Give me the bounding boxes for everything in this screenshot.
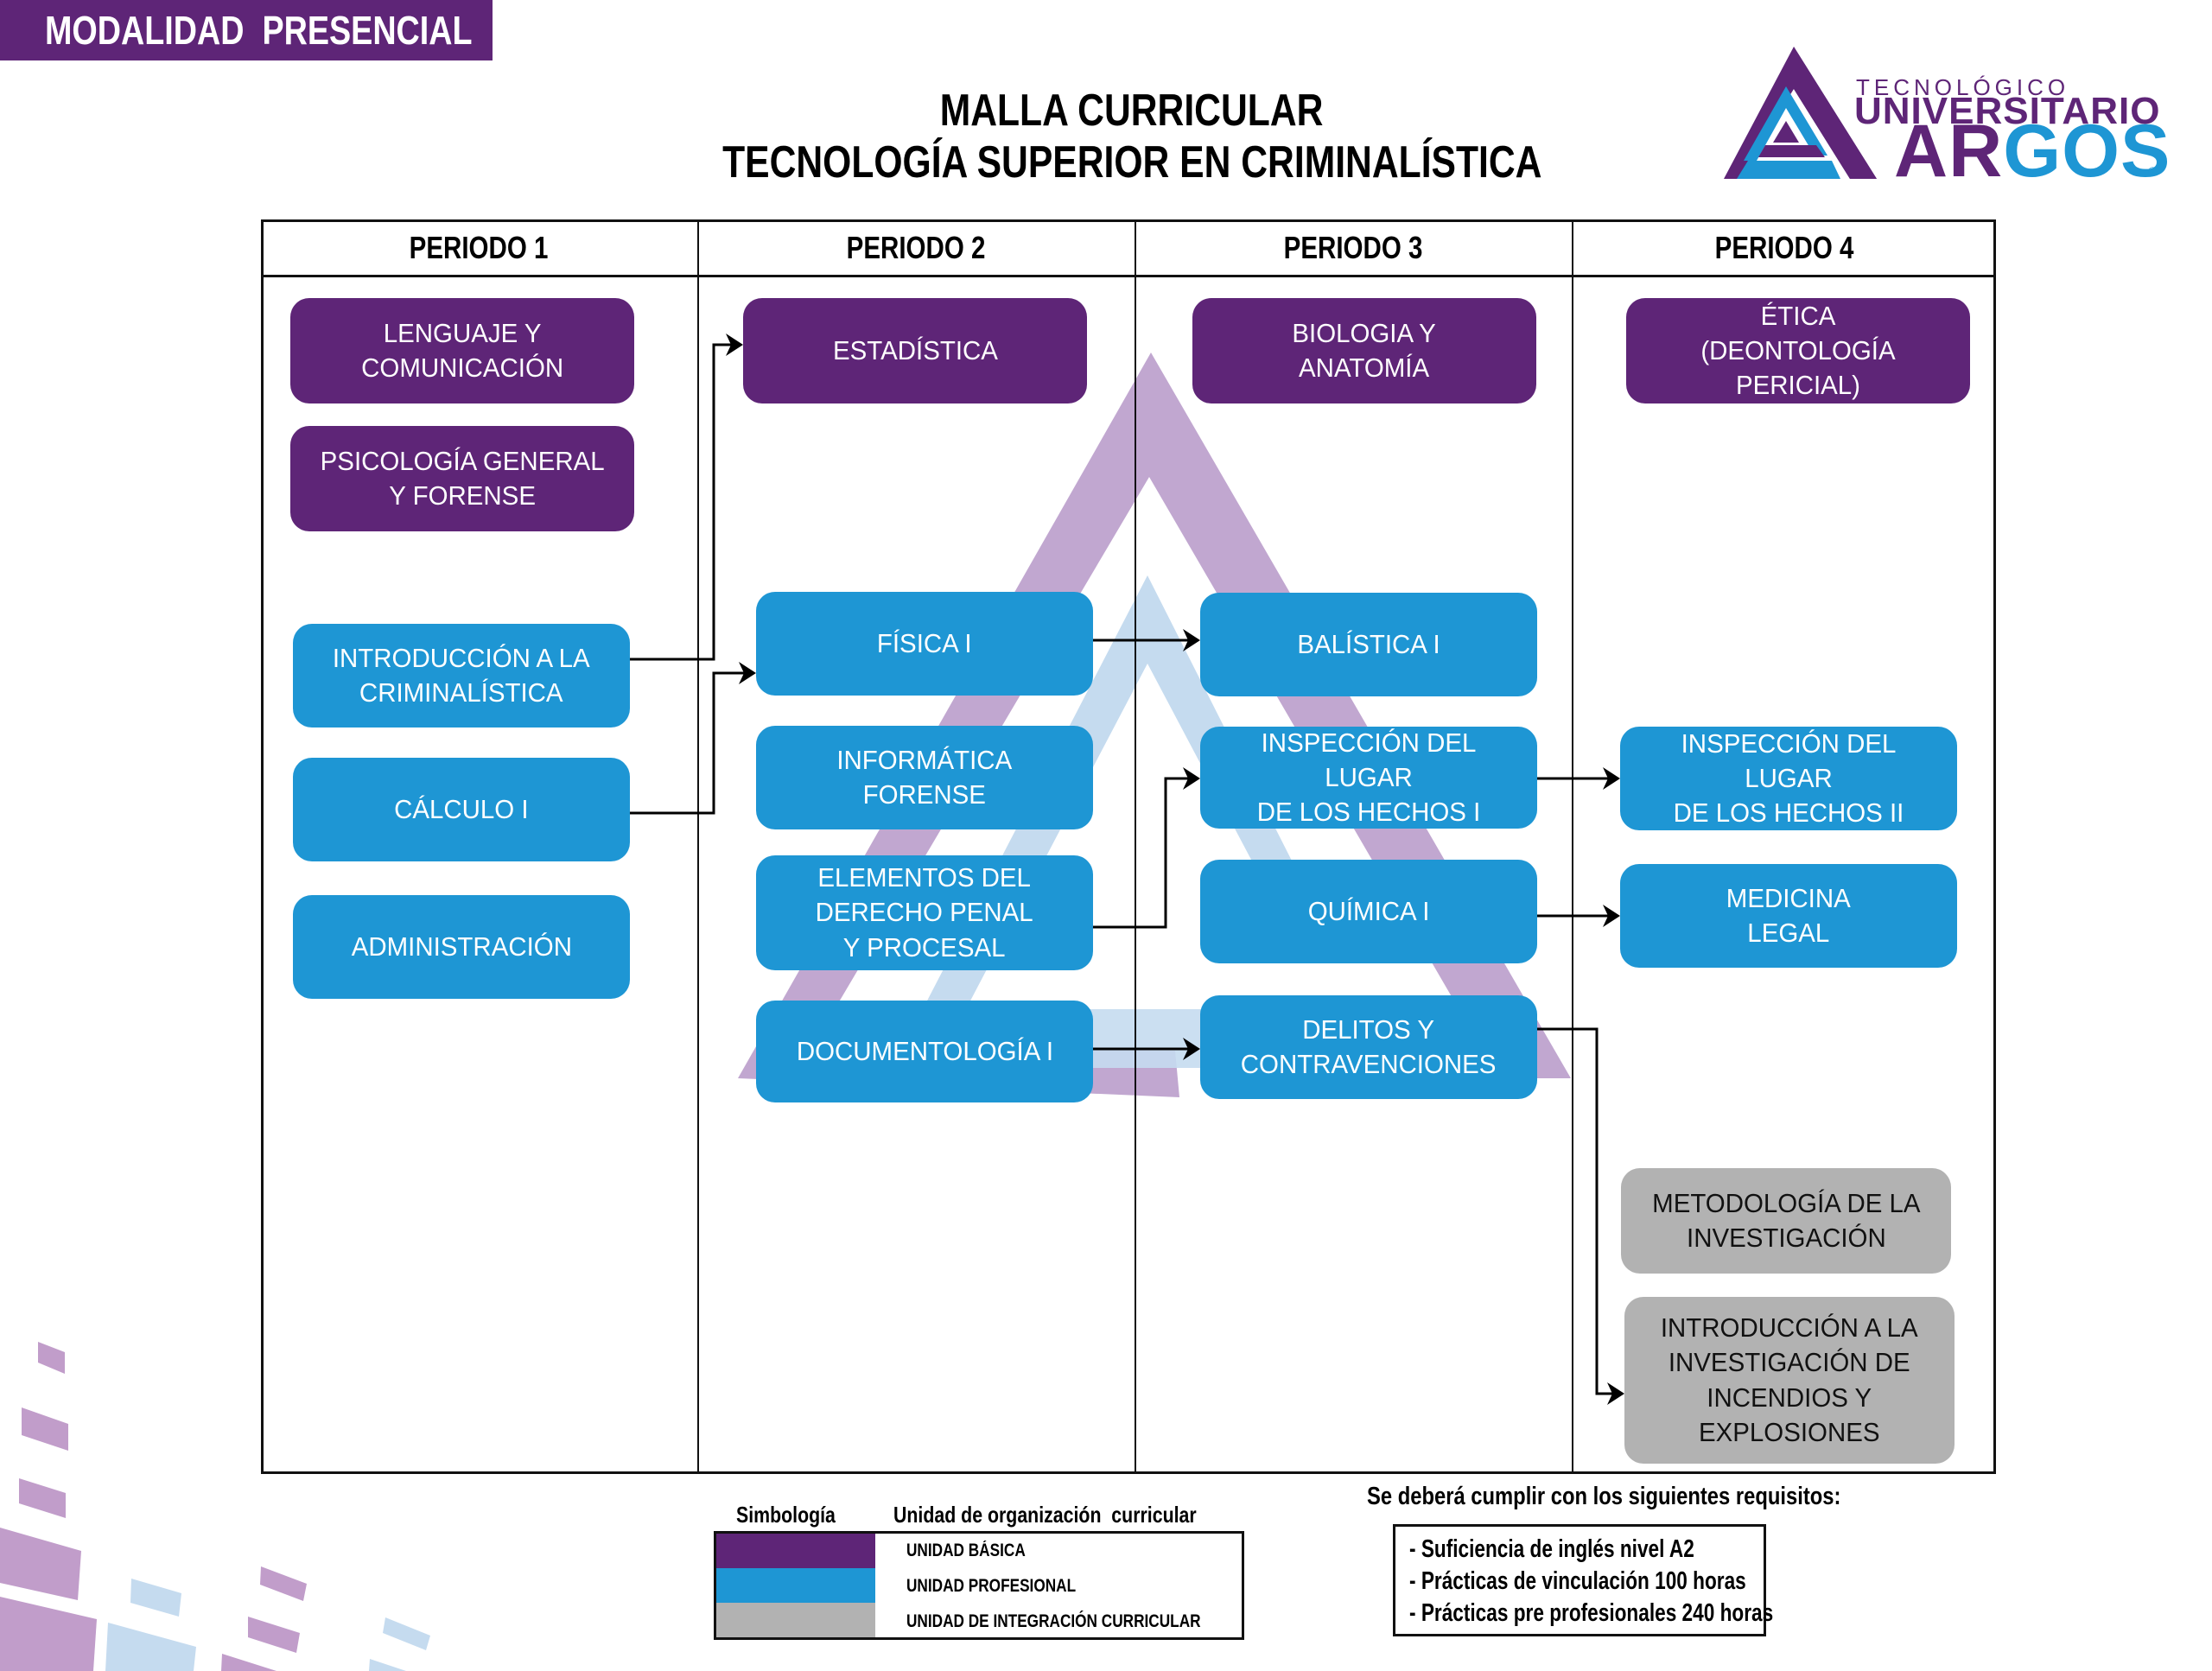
legend-simbologia: Simbología	[736, 1502, 836, 1528]
arrow-derecho-to-inspeccion1	[1093, 777, 1198, 929]
course-delitos-contravenciones[interactable]: DELITOS Y CONTRAVENCIONES	[1200, 995, 1537, 1099]
arrow-intro-to-estadistica	[630, 343, 741, 661]
period-header-2: PERIODO 2	[847, 230, 986, 265]
period-header-4: PERIODO 4	[1714, 230, 1854, 265]
arrowhead-icon	[726, 334, 743, 356]
arrowhead-icon	[1603, 905, 1620, 927]
course-medicina-legal[interactable]: MEDICINA LEGAL	[1620, 864, 1957, 968]
course-estadistica[interactable]: ESTADÍSTICA	[743, 298, 1087, 403]
page-title: MALLA CURRICULAR	[940, 86, 1324, 136]
arrowhead-icon	[1603, 767, 1620, 790]
legend-heading: Unidad de organización curricular	[893, 1502, 1197, 1528]
column-divider	[697, 219, 699, 1474]
arrowhead-icon	[1607, 1382, 1624, 1405]
requirement-item: - Prácticas pre profesionales 240 horas	[1409, 1599, 1774, 1627]
course-elementos-derecho[interactable]: ELEMENTOS DEL DERECHO PENAL Y PROCESAL	[756, 855, 1093, 970]
course-calculo-i[interactable]: CÁLCULO I	[293, 758, 630, 861]
course-biologia-anatomia[interactable]: BIOLOGIA Y ANATOMÍA	[1192, 298, 1536, 403]
course-administracion[interactable]: ADMINISTRACIÓN	[293, 895, 630, 999]
swatch-unidad-profesional	[716, 1568, 875, 1603]
column-divider	[1135, 219, 1136, 1474]
requirements-box: - Suficiencia de inglés nivel A2 - Práct…	[1393, 1524, 1774, 1636]
course-etica[interactable]: ÉTICA (DEONTOLOGÍA PERICIAL)	[1626, 298, 1970, 403]
arrow-calculo-to-fisica	[630, 671, 754, 815]
swatch-unidad-integracion	[716, 1603, 875, 1637]
arrowhead-icon	[1183, 629, 1200, 651]
arrowhead-icon	[1183, 767, 1200, 790]
course-investigacion-incendios[interactable]: INTRODUCCIÓN A LA INVESTIGACIÓN DE INCEN…	[1624, 1297, 1955, 1464]
course-inspeccion-lugar-ii[interactable]: INSPECCIÓN DEL LUGAR DE LOS HECHOS II	[1620, 727, 1957, 830]
course-introduccion-criminalistica[interactable]: INTRODUCCIÓN A LA CRIMINALÍSTICA	[293, 624, 630, 727]
arrow-delitos-to-incendios	[1537, 1027, 1623, 1395]
course-informatica-forense[interactable]: INFORMÁTICA FORENSE	[756, 726, 1093, 829]
period-header-1: PERIODO 1	[410, 230, 549, 265]
legend-item: UNIDAD BÁSICA	[906, 1541, 1026, 1560]
column-divider	[1572, 219, 1573, 1474]
course-psicologia-general-forense[interactable]: PSICOLOGÍA GENERAL Y FORENSE	[290, 426, 634, 531]
requirement-item: - Suficiencia de inglés nivel A2	[1409, 1535, 1694, 1563]
logo-universitario: UNIVERSITARIO	[1854, 90, 2161, 132]
requirement-item: - Prácticas de vinculación 100 horas	[1409, 1567, 1746, 1595]
course-balistica-i[interactable]: BALÍSTICA I	[1200, 593, 1537, 696]
curriculum-grid	[261, 219, 1996, 1474]
logo-argos: ARGOS	[1894, 110, 2171, 193]
swatch-unidad-basica	[716, 1534, 875, 1568]
corner-decoration	[0, 1342, 430, 1671]
course-documentologia-i[interactable]: DOCUMENTOLOGÍA I	[756, 1001, 1093, 1102]
period-header-3: PERIODO 3	[1284, 230, 1423, 265]
arrowhead-icon	[739, 662, 756, 684]
header-divider	[261, 275, 1996, 277]
legend-item: UNIDAD PROFESIONAL	[906, 1576, 1077, 1596]
argos-logo-icon	[1724, 47, 1877, 179]
course-metodologia-investigacion[interactable]: METODOLOGÍA DE LA INVESTIGACIÓN	[1621, 1168, 1951, 1274]
course-inspeccion-lugar-i[interactable]: INSPECCIÓN DEL LUGAR DE LOS HECHOS I	[1200, 727, 1537, 829]
logo-tecnologico: TECNOLÓGICO	[1856, 74, 2070, 100]
registered-mark: ®	[2148, 164, 2158, 178]
course-lenguaje-comunicacion[interactable]: LENGUAJE Y COMUNICACIÓN	[290, 298, 634, 403]
legend-box: UNIDAD BÁSICA UNIDAD PROFESIONAL UNIDAD …	[714, 1531, 1244, 1640]
arrowhead-icon	[1183, 1038, 1200, 1060]
course-quimica-i[interactable]: QUÍMICA I	[1200, 860, 1537, 963]
course-fisica-i[interactable]: FÍSICA I	[756, 592, 1093, 696]
legend-item: UNIDAD DE INTEGRACIÓN CURRICULAR	[906, 1611, 1201, 1631]
modalidad-banner: MODALIDAD PRESENCIAL	[0, 0, 493, 60]
program-title: TECNOLOGÍA SUPERIOR EN CRIMINALÍSTICA	[721, 137, 1542, 187]
requirements-title: Se deberá cumplir con los siguientes req…	[1367, 1483, 1841, 1510]
